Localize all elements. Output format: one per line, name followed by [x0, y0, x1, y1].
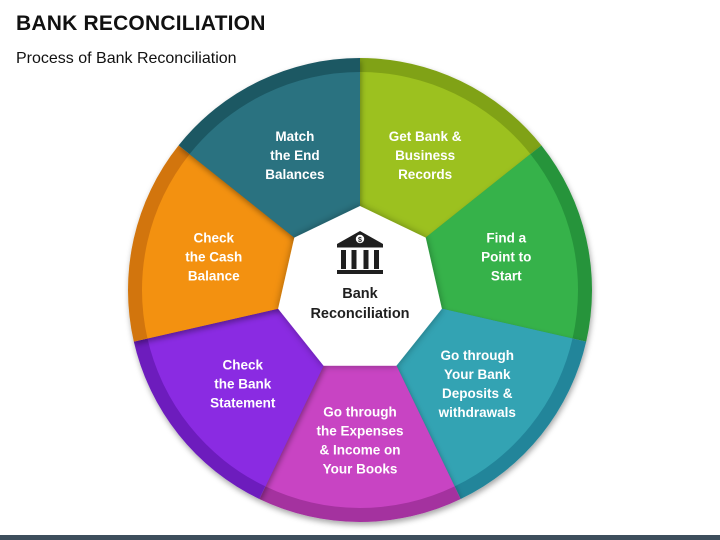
segment-label-line: Start: [491, 269, 522, 284]
segment-label-line: Go through: [441, 348, 514, 363]
segment-label-line: Records: [398, 167, 452, 182]
segment-label-line: the Bank: [214, 377, 272, 392]
segment-label-line: Go through: [323, 405, 396, 420]
segment-face: [141, 154, 296, 339]
segment-label-line: Check: [222, 358, 263, 373]
segment-find-point: Find a Point to Start: [424, 145, 592, 342]
center-hub: $ Bank Reconciliation: [278, 206, 442, 366]
segment-label-line: the Expenses: [316, 424, 403, 439]
segment-label-line: Deposits &: [442, 386, 513, 401]
segment-face: [360, 72, 531, 239]
segment-label-line: Statement: [210, 396, 276, 411]
segment-face: [147, 308, 325, 487]
center-label-line-1: Bank: [342, 286, 378, 302]
segment-face: [265, 363, 455, 508]
svg-text:$: $: [358, 237, 362, 244]
segment-expenses-income: Go through the Expenses & Income on Your Bo…: [259, 363, 461, 522]
center-label-line-2: Reconciliation: [310, 306, 409, 322]
segment-face: [189, 72, 360, 239]
segment-label-line: the Cash: [185, 250, 242, 265]
segment-label-line: Point to: [481, 250, 531, 265]
segment-label-line: Your Books: [323, 462, 398, 477]
segment-label-line: Balance: [188, 269, 240, 284]
segment-label-line: Get Bank &: [389, 129, 462, 144]
page-subtitle: Process of Bank Reconciliation: [16, 50, 237, 67]
segment-label-line: withdrawals: [438, 405, 516, 420]
bank-icon: $: [337, 231, 383, 274]
segment-label-line: Your Bank: [444, 367, 511, 382]
segment-label-line: Match: [275, 129, 314, 144]
segment-label-line: Balances: [265, 167, 324, 182]
segment-label-line: the End: [270, 148, 320, 163]
segment-label-line: & Income on: [319, 443, 400, 458]
segment-face: [395, 308, 573, 487]
footer-bar: [0, 535, 720, 540]
segment-label-line: Check: [193, 231, 234, 246]
page-title: BANK RECONCILIATION: [16, 12, 266, 35]
segment-label-line: Business: [395, 148, 455, 163]
center-heptagon: [278, 206, 442, 366]
segment-label-line: Find a: [486, 231, 526, 246]
segment-face: [424, 154, 578, 339]
